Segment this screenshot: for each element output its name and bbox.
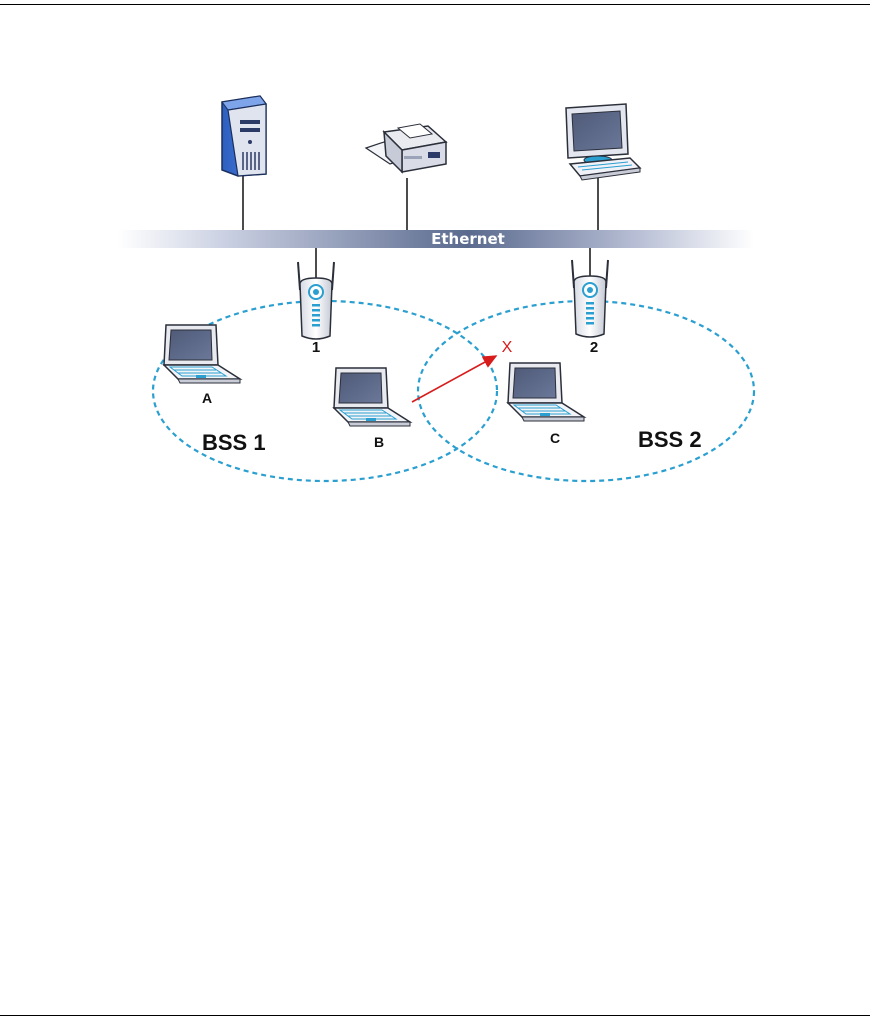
server-icon	[222, 96, 266, 176]
laptop-a-icon	[164, 325, 240, 383]
bss2-label: BSS 2	[638, 427, 702, 452]
laptop-c-icon	[508, 363, 584, 421]
blocked-marker: X	[502, 339, 513, 356]
station-a-label: A	[202, 390, 212, 406]
station-c-label: C	[550, 430, 560, 446]
workstation-icon	[566, 104, 640, 180]
printer-icon	[366, 124, 446, 172]
access-point-2-label: 2	[590, 339, 598, 356]
station-b-label: B	[374, 434, 384, 450]
ethernet-label: Ethernet	[431, 230, 505, 248]
access-point-1-label: 1	[312, 339, 320, 356]
bss1-label: BSS 1	[202, 430, 266, 455]
laptop-b-icon	[334, 368, 410, 426]
footer-rule	[0, 1015, 870, 1016]
blocked-association-arrow	[412, 356, 496, 402]
